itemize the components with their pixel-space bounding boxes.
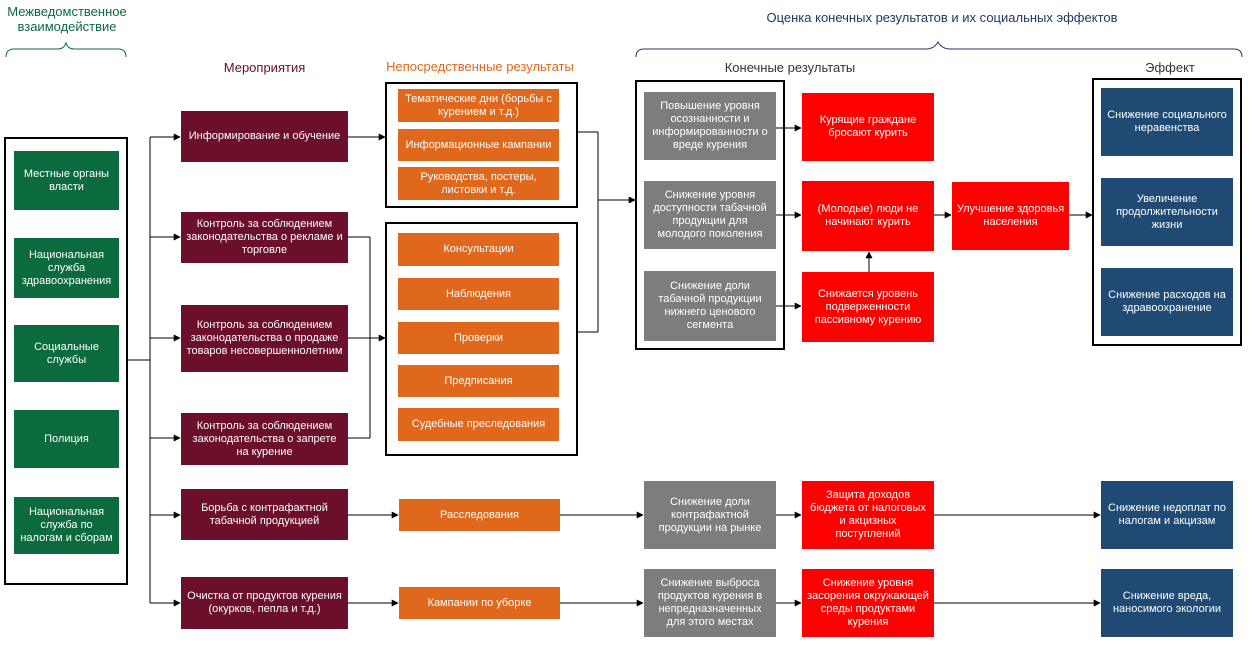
effect-healthcare-costs: Снижение расходов на здравоохранение <box>1101 268 1233 336</box>
agencies-frame <box>4 137 128 585</box>
effect-inequality: Снижение социального неравенства <box>1101 88 1233 156</box>
measure-minors-control: Контроль за соблюдением законодательства… <box>181 305 348 372</box>
immediate-observations: Наблюдения <box>398 278 559 310</box>
immediate-info-campaigns: Информационные кампании <box>398 129 559 161</box>
final-results-frame <box>635 80 785 350</box>
final-passive-smoking: Снижается уровень подверженности пассивн… <box>802 272 934 342</box>
immediate-orders: Предписания <box>398 365 559 397</box>
immediate-control-frame <box>385 222 578 456</box>
header-evaluation: Оценка конечных результатов и их социаль… <box>766 10 1118 25</box>
final-littering: Снижение выброса продуктов курения в неп… <box>644 569 776 637</box>
measure-counterfeit: Борьба с контрафактной табачной продукци… <box>181 489 348 540</box>
effect-frame <box>1092 78 1242 346</box>
brace-interagency <box>5 41 127 58</box>
agency-social-services: Социальные службы <box>14 325 119 382</box>
immediate-inspections: Проверки <box>398 322 559 354</box>
final-health-improvement: Улучшение здоровья населения <box>952 182 1069 250</box>
final-budget-protection: Защита доходов бюджета от налоговых и ак… <box>802 481 934 549</box>
final-cheap-share: Снижение доли табачной продукции нижнего… <box>644 271 776 341</box>
final-counterfeit-share: Снижение доли контрафактной продукции на… <box>644 481 776 549</box>
header-interagency: Межведомственное взаимодействие <box>7 4 127 34</box>
agency-police: Полиция <box>14 410 119 468</box>
immediate-investigations: Расследования <box>399 499 560 531</box>
agency-health-service: Национальная служба здравоохранения <box>14 238 119 298</box>
immediate-prosecutions: Судебные преследования <box>398 408 559 441</box>
measure-informing: Информирование и обучение <box>181 111 348 162</box>
effect-ecology: Снижение вреда, наносимого экологии <box>1101 569 1233 637</box>
brace-evaluation <box>635 40 1243 58</box>
immediate-theme-days: Тематические дни (борьбы с курением и т.… <box>398 89 559 122</box>
effect-tax-arrears: Снижение недоплат по налогам и акцизам <box>1101 481 1233 549</box>
final-quit-smoking: Курящие граждане бросают курить <box>802 93 934 161</box>
header-immediate: Непосредственные результаты <box>386 59 574 74</box>
final-youth-availability: Снижение уровня доступности табачной про… <box>644 181 776 249</box>
immediate-consultations: Консультации <box>398 233 559 266</box>
immediate-guides-posters: Руководства, постеры, листовки и т.д. <box>398 167 559 200</box>
immediate-cleanup-campaigns: Кампании по уборке <box>399 587 560 619</box>
final-not-start: (Молодые) люди не начинают курить <box>802 181 934 251</box>
measure-cleanup: Очистка от продуктов курения (окурков, п… <box>181 577 348 629</box>
measure-advertising-control: Контроль за соблюдением законодательства… <box>181 212 348 263</box>
header-effect: Эффект <box>1145 60 1195 75</box>
header-final: Конечные результаты <box>724 60 856 75</box>
agency-local-authorities: Местные органы власти <box>14 151 119 210</box>
immediate-info-frame <box>385 82 578 208</box>
agency-tax-service: Национальная служба по налогам и сборам <box>14 497 119 554</box>
final-awareness: Повышение уровня осознанности и информир… <box>644 92 776 160</box>
measure-smoking-ban-control: Контроль за соблюдением законодательства… <box>181 413 348 465</box>
header-measures: Мероприятия <box>223 60 306 75</box>
effect-life-expectancy: Увеличение продолжительности жизни <box>1101 178 1233 246</box>
final-environment: Снижение уровня засорения окружающей сре… <box>802 569 934 637</box>
